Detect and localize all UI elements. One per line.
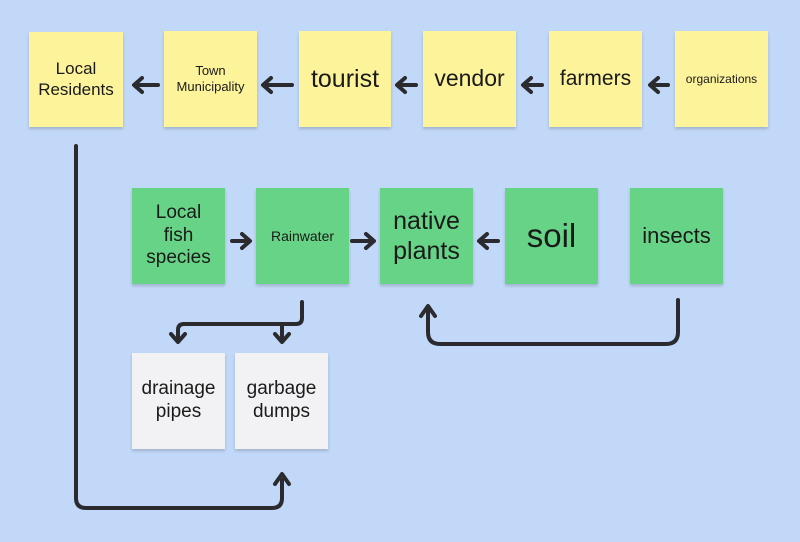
arrow-rainwater-to-native-plants[interactable]: [350, 232, 376, 250]
note-local-fish-species[interactable]: Local fish species: [132, 188, 225, 284]
arrow-organizations-to-farmers[interactable]: [648, 76, 670, 94]
note-local-residents[interactable]: Local Residents: [29, 32, 123, 127]
arrow-vendor-to-tourist[interactable]: [395, 76, 418, 94]
arrow-tourist-to-town-municipality[interactable]: [261, 76, 294, 94]
note-vendor[interactable]: vendor: [423, 31, 516, 127]
note-soil[interactable]: soil: [505, 188, 598, 284]
arrow-local-fish-species-to-rainwater[interactable]: [230, 232, 252, 250]
arrow-town-municipality-to-local-residents[interactable]: [132, 76, 160, 94]
arrow-farmers-to-vendor[interactable]: [521, 76, 544, 94]
note-town-municipality[interactable]: Town Municipality: [164, 31, 257, 127]
note-insects[interactable]: insects: [630, 188, 723, 284]
note-tourist[interactable]: tourist: [299, 31, 391, 127]
arrow-soil-to-native-plants[interactable]: [477, 232, 500, 250]
note-garbage-dumps[interactable]: garbage dumps: [235, 353, 328, 449]
arrow-insects-to-native-plants[interactable]: [419, 298, 680, 346]
arrow-local-residents-to-garbage-dumps[interactable]: [74, 144, 291, 510]
note-rainwater[interactable]: Rainwater: [256, 188, 349, 284]
arrow-rainwater-to-drainage-and-garbage[interactable]: [169, 300, 304, 344]
note-organizations[interactable]: organizations: [675, 31, 768, 127]
note-native-plants[interactable]: native plants: [380, 188, 473, 284]
note-farmers[interactable]: farmers: [549, 31, 642, 127]
note-drainage-pipes[interactable]: drainage pipes: [132, 353, 225, 449]
